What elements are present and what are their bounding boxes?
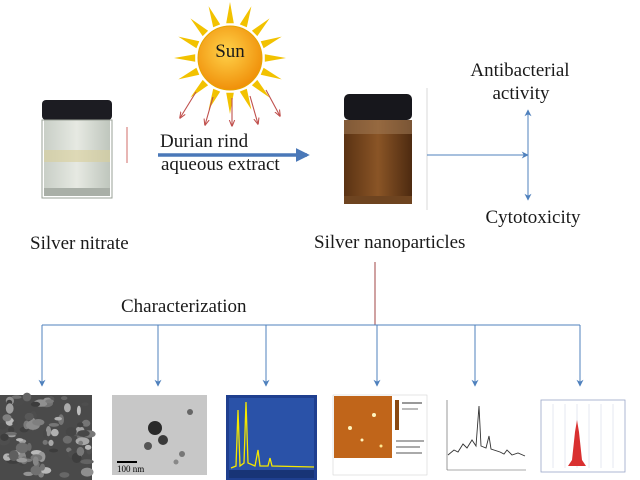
dls-distribution-panel — [540, 399, 626, 473]
sun-ray — [208, 6, 221, 28]
silver-nitrate-jar-image — [41, 100, 113, 199]
sun-icon — [174, 2, 286, 114]
sun-ray — [174, 54, 196, 62]
sem-grain — [80, 459, 94, 465]
sem-grain — [45, 399, 54, 404]
extract-label-line2: aqueous extract — [161, 154, 280, 175]
silver-nanoparticles-label: Silver nanoparticles — [314, 232, 465, 253]
sem-grain — [77, 430, 90, 437]
antibacterial-label-line2: activity — [493, 83, 550, 104]
sem-grain — [49, 448, 59, 453]
sem-grain — [27, 442, 32, 451]
sun-ray — [260, 67, 282, 80]
sun-ray — [190, 18, 209, 37]
sun-ray — [239, 88, 252, 110]
sun-ray — [264, 54, 286, 62]
sun-ray — [251, 79, 270, 98]
sem-grain — [5, 403, 14, 414]
sem-grain — [76, 446, 85, 456]
antibacterial-label-line1: Antibacterial — [470, 60, 569, 81]
sun-ray — [226, 2, 234, 24]
sun-ray — [178, 36, 200, 49]
sem-grain — [12, 420, 18, 427]
edx-spectrum-panel — [226, 395, 317, 480]
sem-grain — [64, 403, 71, 413]
sem-grain — [23, 471, 34, 476]
characterization-branches — [38, 324, 584, 387]
sem-grain — [24, 412, 34, 421]
xrd-pattern-panel — [437, 395, 528, 480]
sem-grain — [65, 427, 77, 437]
sem-grain — [2, 414, 12, 422]
sem-grain — [78, 440, 84, 446]
sem-grain — [45, 426, 52, 437]
sem-grain — [81, 419, 91, 427]
sem-grain — [62, 435, 72, 444]
sun-ray — [226, 92, 234, 114]
tem-scale-bar-label: 100 nm — [117, 464, 144, 474]
sem-grain — [11, 395, 22, 399]
characterization-label: Characterization — [121, 296, 247, 317]
sun-ray — [190, 79, 209, 98]
sem-grain — [48, 423, 60, 427]
sem-grain — [16, 438, 24, 442]
sem-image-panel — [0, 392, 96, 480]
sem-grain — [0, 433, 9, 441]
sem-grain — [76, 405, 81, 416]
sem-grain — [50, 428, 59, 437]
sun-label: Sun — [215, 41, 245, 62]
sem-grain — [40, 463, 45, 471]
cytotoxicity-label: Cytotoxicity — [486, 207, 582, 228]
sem-grain — [30, 401, 41, 407]
sem-grain — [59, 472, 70, 478]
sun-ray — [251, 18, 270, 37]
sem-grain — [32, 419, 45, 426]
sun-ray — [260, 36, 282, 49]
sem-grain — [16, 457, 28, 463]
extract-label-line1: Durian rind — [160, 131, 249, 152]
afm-image-panel — [332, 394, 428, 476]
sun-ray — [178, 67, 200, 80]
sem-grain — [8, 426, 15, 433]
silver-nanoparticles-jar-image — [344, 94, 412, 204]
sem-grain — [32, 456, 39, 466]
sem-grain — [60, 396, 68, 401]
sem-grain — [42, 439, 48, 445]
sem-grain — [77, 422, 84, 428]
sem-grain — [81, 402, 89, 407]
sem-grain — [0, 422, 8, 430]
sem-grain — [48, 439, 54, 446]
sun-ray — [208, 88, 221, 110]
sem-grain — [30, 465, 42, 476]
applications-connector — [427, 109, 532, 201]
sem-grain — [22, 392, 32, 402]
sun-ray — [239, 6, 252, 28]
sunlight-arrows — [180, 89, 280, 126]
tem-image-panel: 100 nm — [112, 395, 207, 475]
sem-grain — [8, 450, 19, 461]
sem-grain — [5, 431, 17, 436]
sem-grain — [54, 416, 62, 421]
sem-grain — [15, 442, 29, 454]
sem-grain — [42, 430, 47, 439]
sem-grain — [84, 444, 92, 450]
silver-nitrate-label: Silver nitrate — [30, 233, 129, 254]
sem-grain — [80, 467, 94, 477]
